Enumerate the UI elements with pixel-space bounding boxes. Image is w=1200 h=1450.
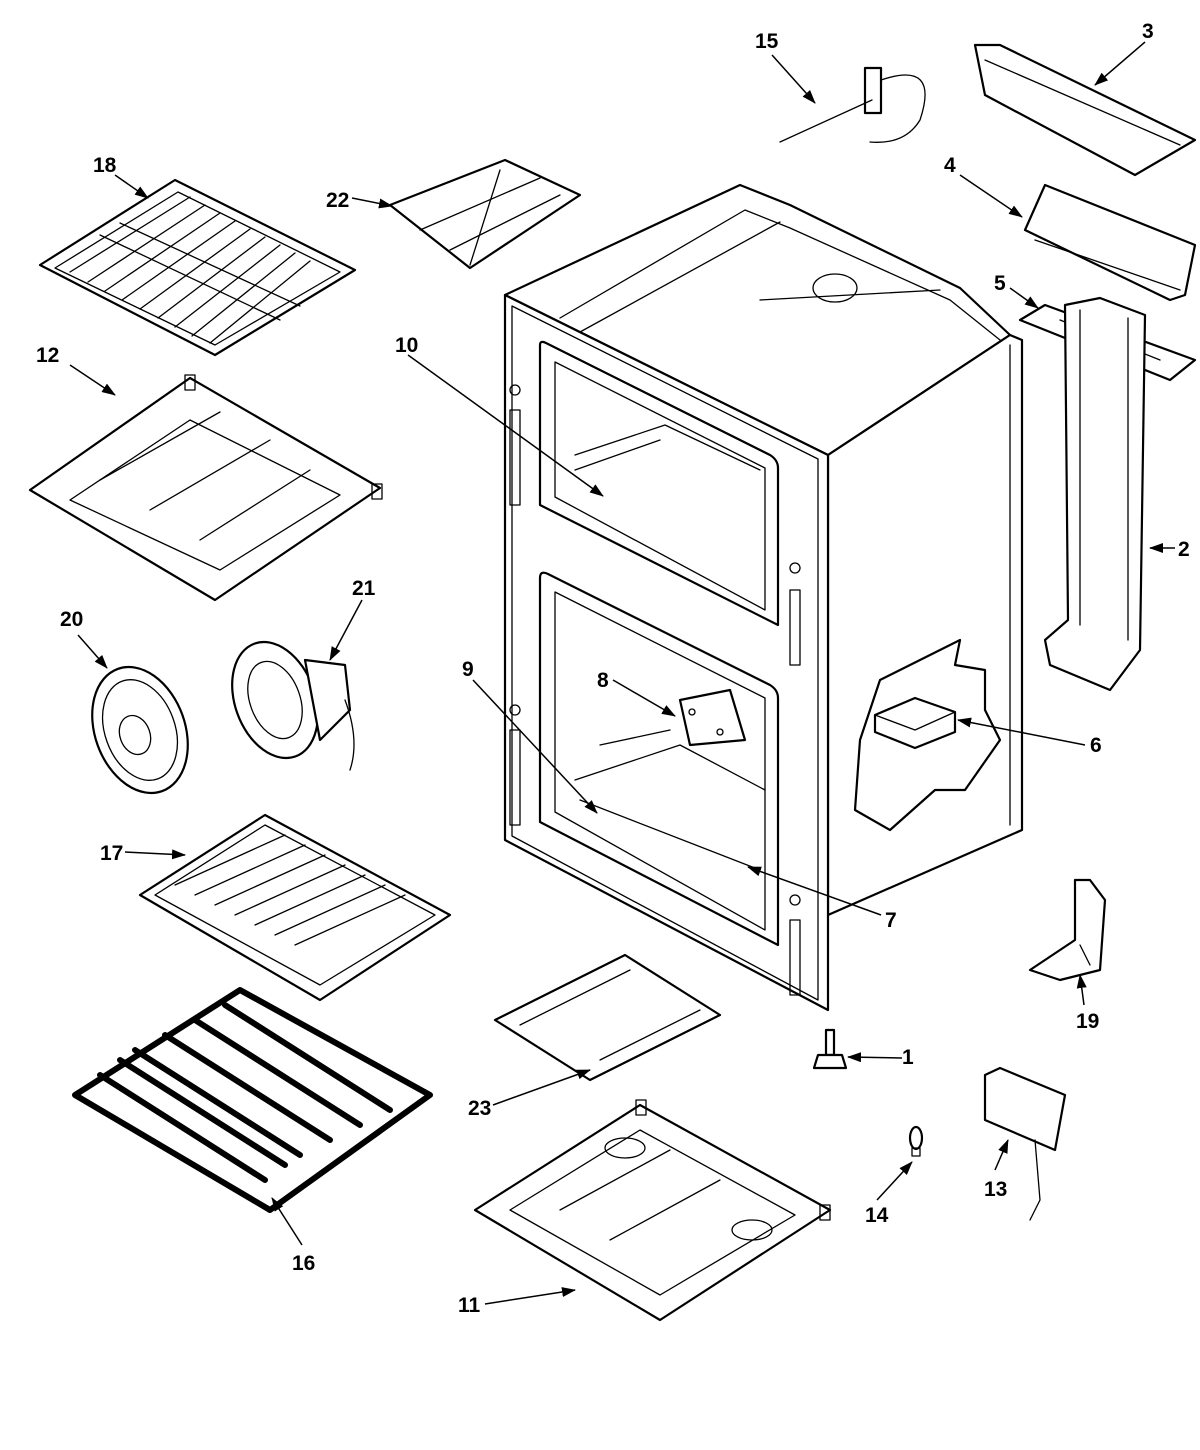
callout-1: 1 [902,1046,914,1069]
bottom-baffle-part [493,953,722,1082]
callout-23: 23 [468,1097,491,1120]
light-housing-part [983,1066,1067,1221]
fan-motor-part [231,640,355,771]
callout-19: 19 [1076,1010,1099,1033]
callout-18: 18 [93,154,117,177]
callout-22: 22 [326,189,349,212]
callout-2: 2 [1178,538,1190,561]
callout-4: 4 [944,154,956,177]
callout-labels: 18 22 12 10 20 21 9 8 6 7 17 16 23 11 1 … [36,20,1190,1317]
callout-9: 9 [462,658,474,681]
fan-cover-part [91,665,189,795]
callout-14: 14 [865,1204,889,1227]
leader-lines [69,41,1175,1305]
callout-20: 20 [60,608,83,631]
vent-duct-part [1023,183,1197,302]
callout-11: 11 [458,1294,481,1317]
callout-3: 3 [1142,20,1154,43]
callout-12: 12 [36,344,59,367]
side-channel-part [1043,296,1147,692]
callout-16: 16 [292,1252,315,1275]
broil-element-part [28,374,383,602]
callout-15: 15 [755,30,779,53]
leveling-leg-part [812,1028,848,1070]
callout-5: 5 [994,272,1006,295]
oven-cabinet [503,183,1024,1012]
light-bulb-part [908,1125,924,1157]
callout-7: 7 [885,909,897,932]
oven-rack-heavy-part [72,987,433,1213]
callout-6: 6 [1090,734,1102,757]
control-panel-cover-part [388,158,582,270]
callout-21: 21 [352,577,376,600]
bake-element-part [473,1099,832,1322]
oven-rack-part [138,813,452,1002]
callout-10: 10 [395,334,418,357]
callout-8: 8 [597,669,609,692]
temperature-sensor-part [779,66,926,143]
rack-guide-clip-part [1028,878,1107,982]
callout-17: 17 [100,842,123,865]
top-trim-part [973,43,1197,177]
oven-rack-upper-part [38,178,357,357]
callout-13: 13 [984,1178,1007,1201]
